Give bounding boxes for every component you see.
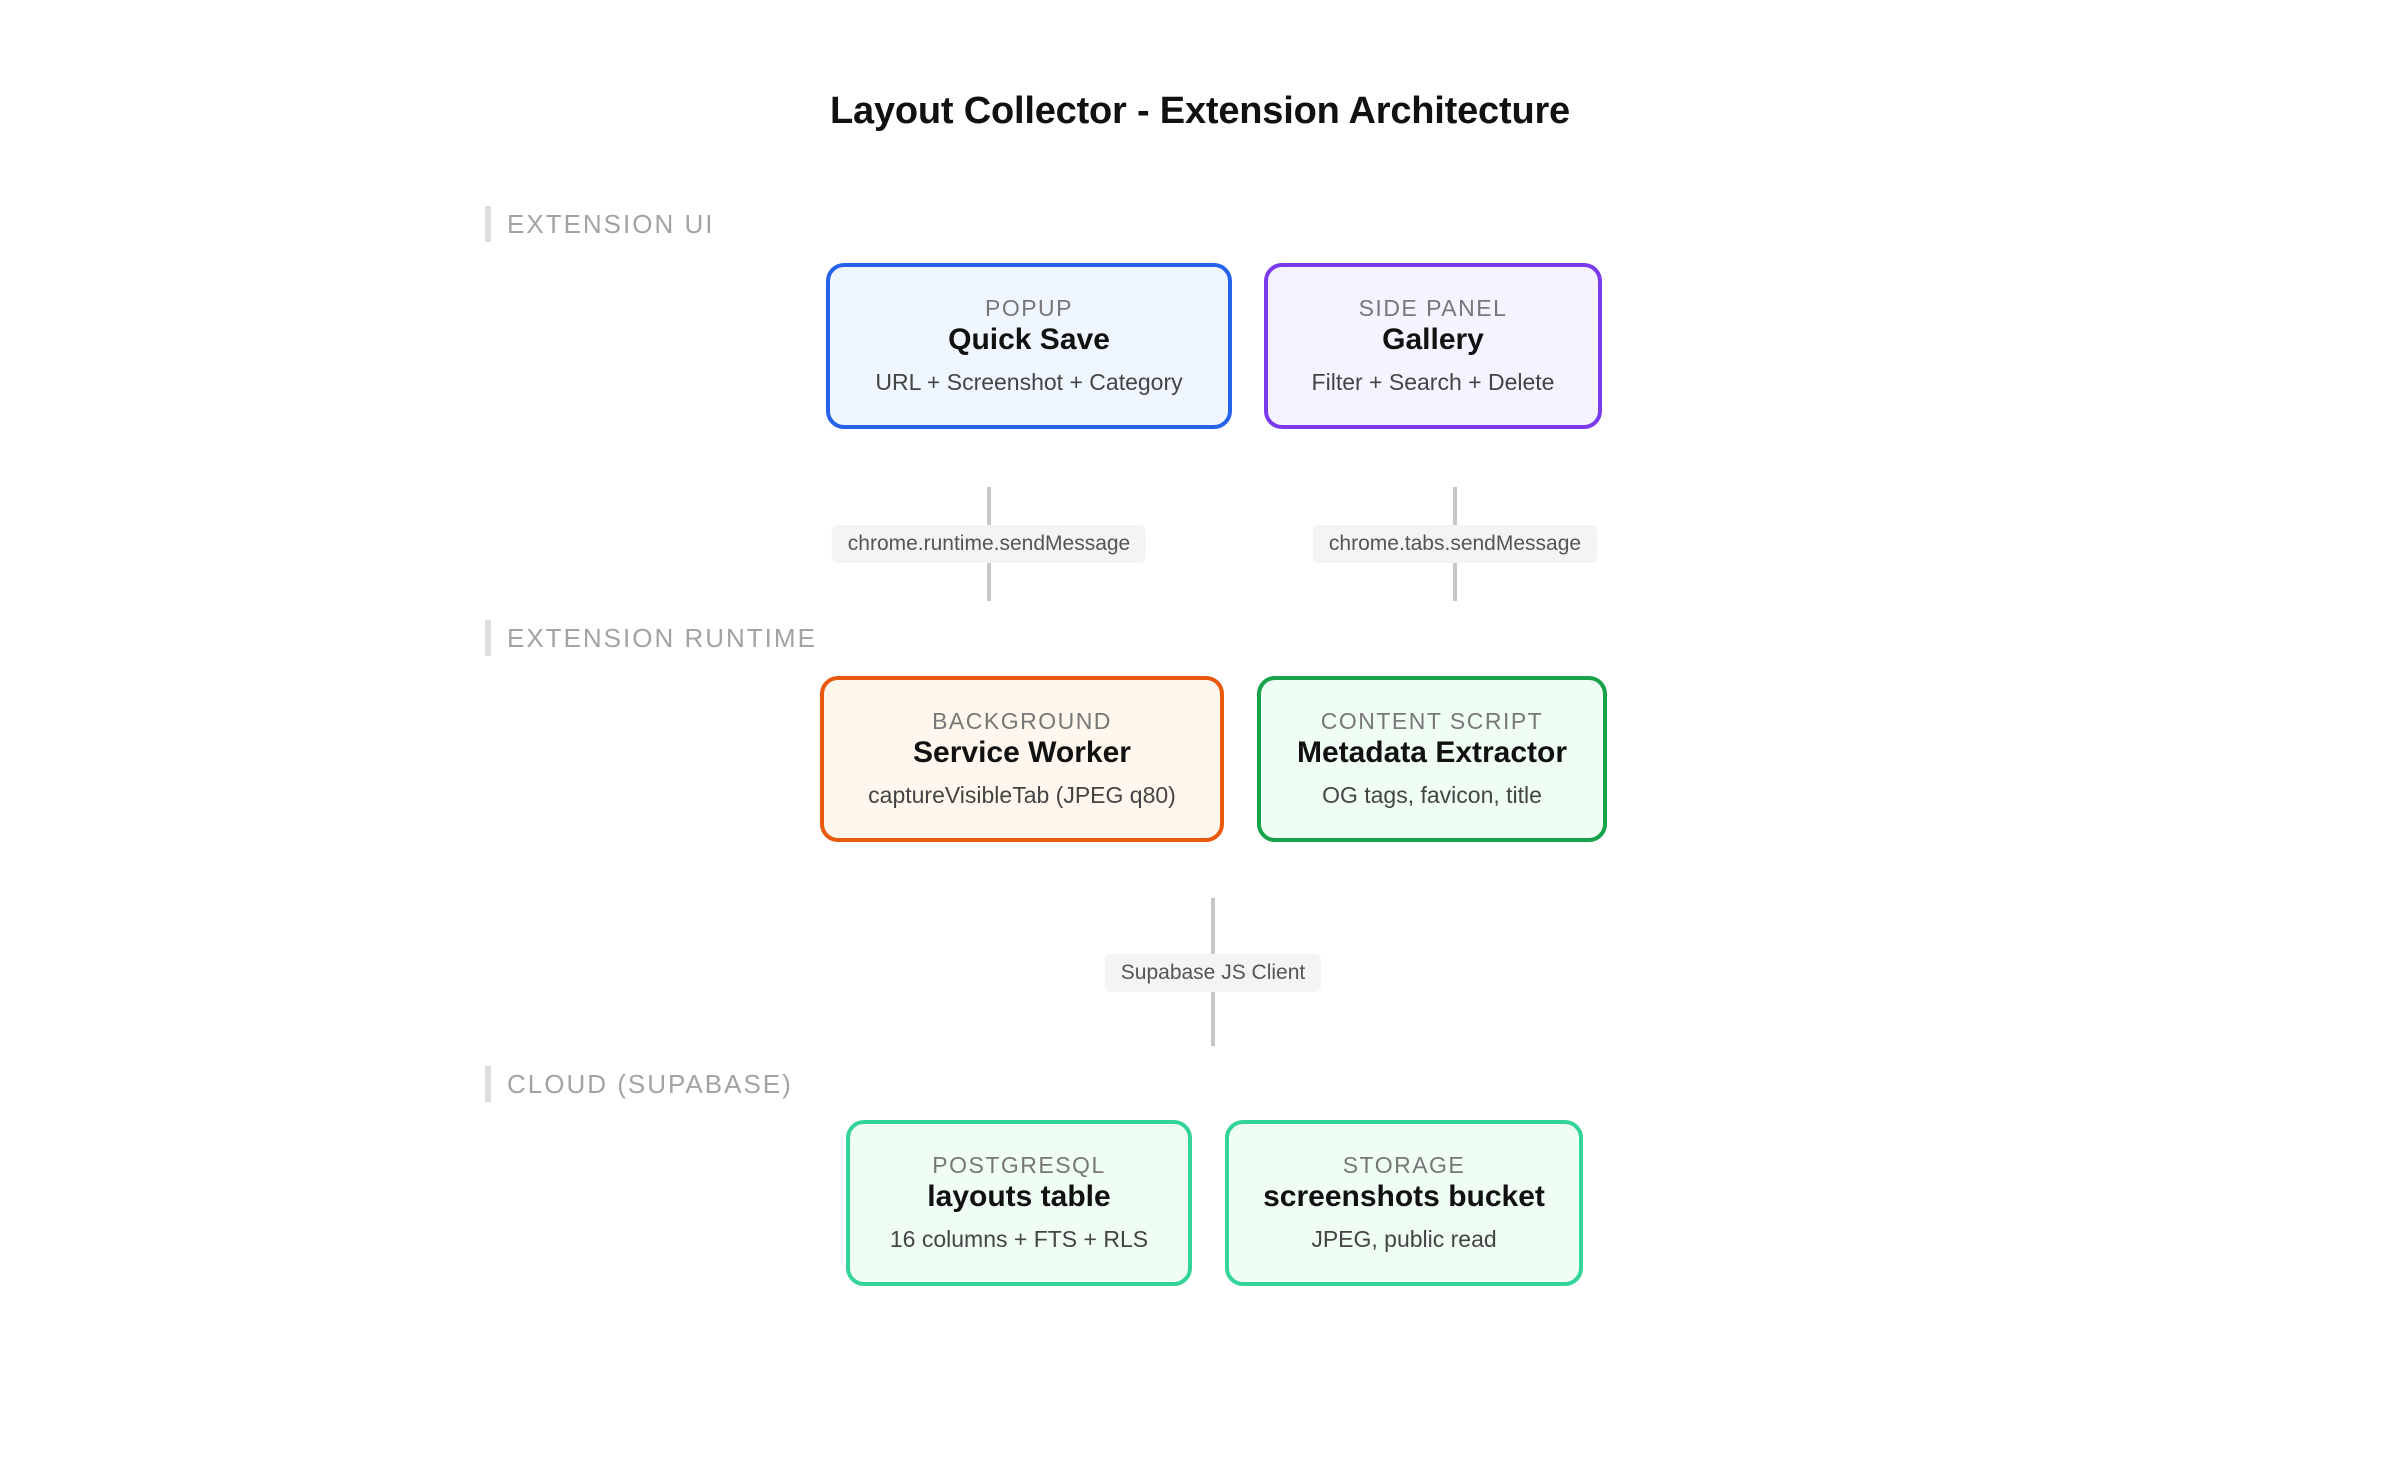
content-script-heading: Metadata Extractor (1296, 736, 1568, 769)
side-panel-detail: Filter + Search + Delete (1311, 369, 1555, 395)
popup-heading: Quick Save (948, 323, 1110, 356)
connector-popup-bottom (987, 563, 991, 601)
popup-detail: URL + Screenshot + Category (875, 369, 1183, 395)
postgresql-eyebrow: POSTGRESQL (932, 1152, 1106, 1178)
side-panel-node: SIDE PANEL Gallery Filter + Search + Del… (1264, 263, 1602, 429)
section-label-cloud: CLOUD (SUPABASE) (485, 1066, 793, 1102)
edge-label-tabs-message: chrome.tabs.sendMessage (1312, 525, 1598, 563)
postgresql-heading: layouts table (927, 1180, 1111, 1213)
connector-side-panel-bottom (1453, 563, 1457, 601)
content-script-node: CONTENT SCRIPT Metadata Extractor OG tag… (1257, 676, 1607, 842)
background-detail: captureVisibleTab (JPEG q80) (868, 782, 1176, 808)
background-eyebrow: BACKGROUND (932, 708, 1112, 734)
section-label-extension-runtime: EXTENSION RUNTIME (485, 620, 817, 656)
connector-side-panel-top (1453, 487, 1457, 525)
connector-popup-top (987, 487, 991, 525)
edge-label-runtime-message: chrome.runtime.sendMessage (831, 525, 1147, 563)
background-heading: Service Worker (913, 736, 1131, 769)
postgresql-node: POSTGRESQL layouts table 16 columns + FT… (846, 1120, 1192, 1286)
storage-heading: screenshots bucket (1263, 1180, 1545, 1213)
side-panel-heading: Gallery (1382, 323, 1484, 356)
storage-eyebrow: STORAGE (1342, 1152, 1466, 1178)
connector-runtime-top (1211, 898, 1215, 954)
edge-label-supabase-client: Supabase JS Client (1104, 954, 1322, 992)
postgresql-detail: 16 columns + FTS + RLS (889, 1226, 1149, 1252)
popup-node: POPUP Quick Save URL + Screenshot + Cate… (826, 263, 1232, 429)
storage-node: STORAGE screenshots bucket JPEG, public … (1225, 1120, 1583, 1286)
content-script-detail: OG tags, favicon, title (1322, 782, 1542, 808)
diagram-title: Layout Collector - Extension Architectur… (830, 90, 1570, 132)
storage-detail: JPEG, public read (1311, 1226, 1497, 1252)
content-script-eyebrow: CONTENT SCRIPT (1320, 708, 1544, 734)
popup-eyebrow: POPUP (984, 295, 1074, 321)
section-label-extension-ui: EXTENSION UI (485, 206, 714, 242)
background-node: BACKGROUND Service Worker captureVisible… (820, 676, 1224, 842)
connector-runtime-bottom (1211, 992, 1215, 1046)
side-panel-eyebrow: SIDE PANEL (1358, 295, 1508, 321)
